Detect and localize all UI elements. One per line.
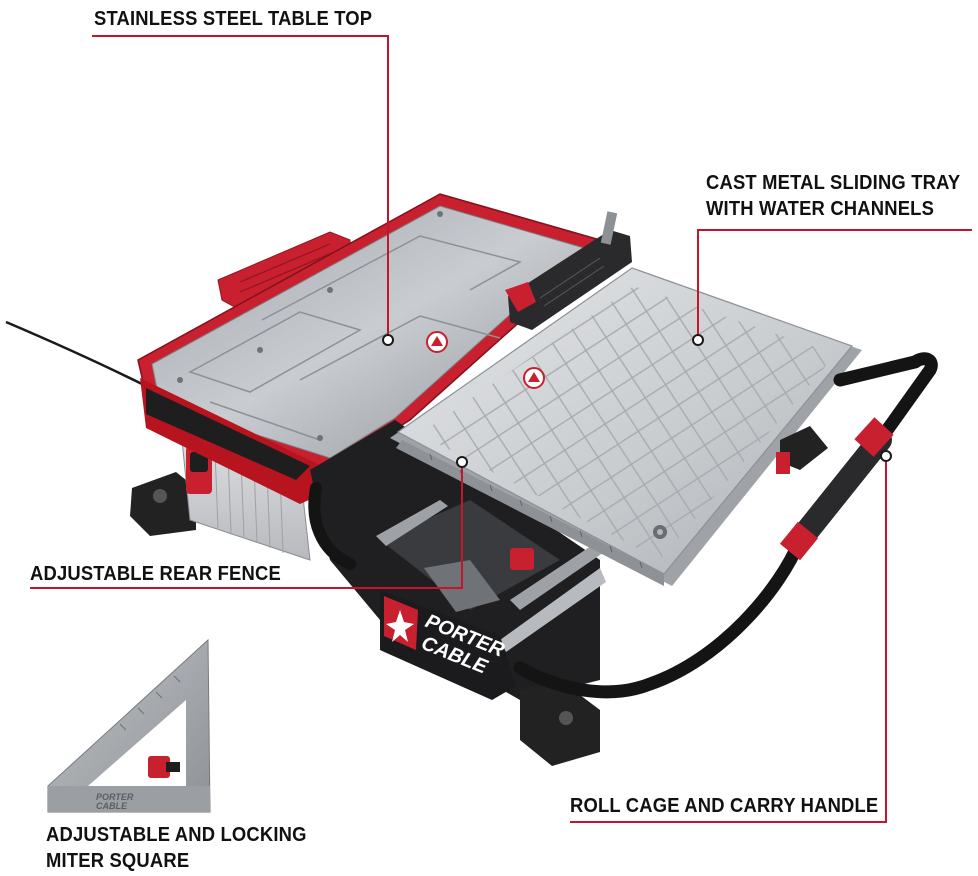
callout-table-top: STAINLESS STEEL TABLE TOP bbox=[94, 6, 372, 32]
warning-triangle-icon bbox=[426, 331, 448, 353]
callout-miter-square-line-2: MITER SQUARE bbox=[46, 850, 190, 872]
callout-sliding-tray-line-1: CAST METAL SLIDING TRAY bbox=[706, 172, 961, 194]
porter-cable-star-logo bbox=[386, 610, 414, 642]
leader-endpoints bbox=[382, 334, 892, 468]
callout-rear-fence-text: ADJUSTABLE REAR FENCE bbox=[30, 563, 281, 585]
rear-fence-clamp bbox=[510, 548, 534, 570]
callout-miter-square-line-1: ADJUSTABLE AND LOCKING bbox=[46, 824, 307, 846]
leader-sliding-tray bbox=[697, 229, 972, 340]
miter-lock-knob bbox=[148, 756, 170, 778]
callout-leaders bbox=[30, 35, 972, 823]
square-brand-line-1: PORTER bbox=[96, 792, 134, 802]
square-brand-line-2: CABLE bbox=[96, 801, 128, 811]
leader-rear-fence bbox=[30, 462, 463, 589]
power-cord bbox=[5, 320, 151, 390]
blade-guard bbox=[505, 211, 632, 330]
callout-rear-fence: ADJUSTABLE REAR FENCE bbox=[30, 561, 281, 587]
front-foot bbox=[520, 680, 600, 766]
callout-carry-handle-text: ROLL CAGE AND CARRY HANDLE bbox=[570, 795, 879, 817]
callout-sliding-tray-line-2: WITH WATER CHANNELS bbox=[706, 198, 935, 220]
tray-warning-icon bbox=[523, 367, 545, 389]
rear-left-foot bbox=[130, 472, 196, 536]
leader-carry-handle bbox=[570, 456, 887, 823]
callout-miter-square: ADJUSTABLE AND LOCKING MITER SQUARE bbox=[46, 822, 307, 874]
miter-square: PORTER CABLE bbox=[47, 638, 211, 813]
stainless-steel-table-top bbox=[137, 193, 601, 504]
callout-carry-handle: ROLL CAGE AND CARRY HANDLE bbox=[570, 793, 878, 819]
leader-table-top bbox=[92, 35, 389, 340]
callout-table-top-text: STAINLESS STEEL TABLE TOP bbox=[94, 8, 373, 30]
roll-cage-carry-handle bbox=[308, 352, 938, 699]
callout-sliding-tray: CAST METAL SLIDING TRAY WITH WATER CHANN… bbox=[706, 170, 960, 222]
